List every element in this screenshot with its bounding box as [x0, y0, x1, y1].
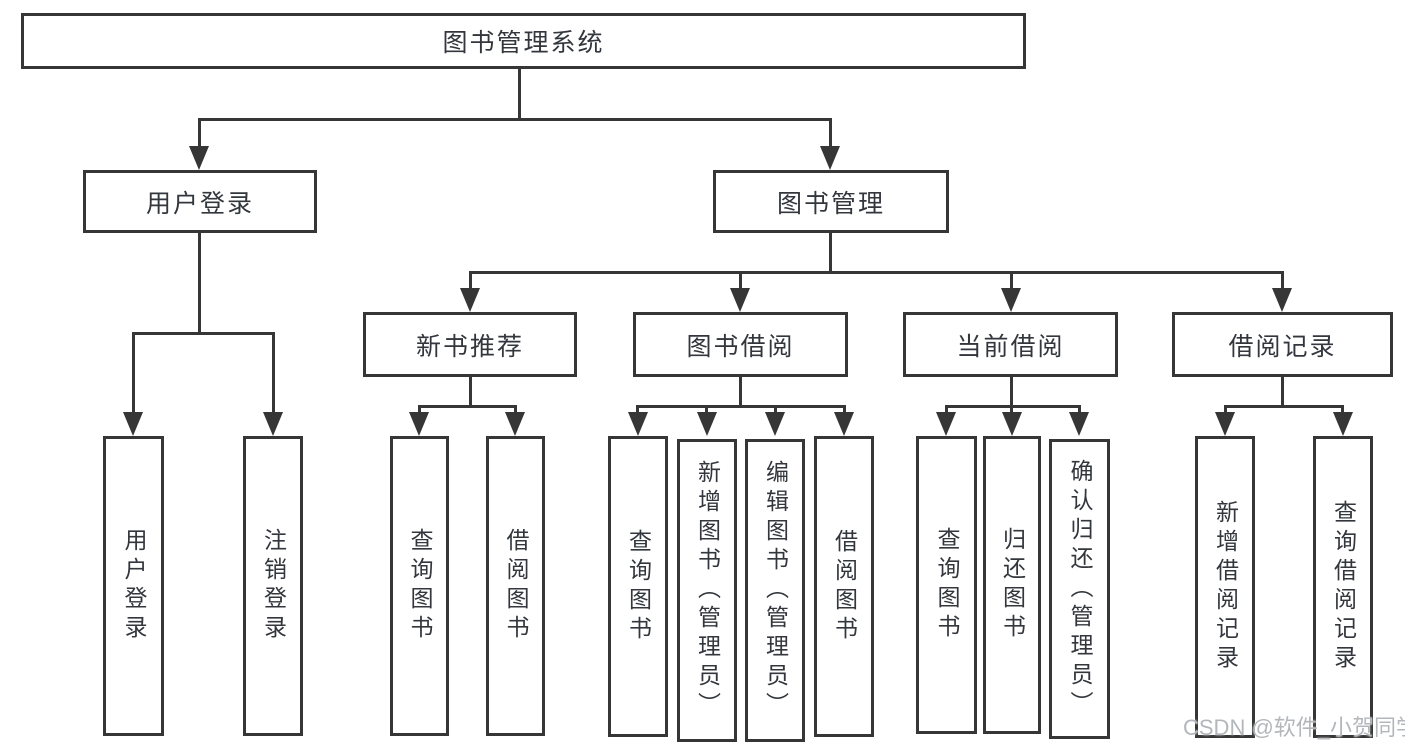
- node-system-root: 图书管理系统: [21, 13, 1026, 69]
- connector-line: [1010, 377, 1013, 407]
- node-label: 用户登录: [121, 528, 147, 644]
- node-label: 当前借阅: [956, 332, 1065, 361]
- node-borrow-records: 借阅记录: [1172, 312, 1393, 377]
- node-label: 编辑图书（管理员）: [762, 460, 789, 721]
- connector-line: [469, 271, 472, 290]
- connector-line: [514, 405, 517, 415]
- csdn-watermark: CSDN @软件_小贺同学: [1183, 715, 1405, 740]
- arrow-down-icon: [1002, 412, 1022, 436]
- connector-line: [1281, 377, 1284, 407]
- connector-line: [469, 271, 1284, 274]
- arrow-down-icon: [1001, 288, 1021, 312]
- connector-line: [1224, 405, 1344, 408]
- node-label: 借阅图书: [503, 528, 529, 644]
- arrow-down-icon: [409, 412, 429, 436]
- connector-line: [518, 69, 521, 121]
- node-label: 确认归还（管理员）: [1067, 458, 1093, 720]
- node-label: 新增图书（管理员）: [694, 460, 721, 721]
- leaf-confirm-return-admin: 确认归还（管理员）: [1049, 439, 1110, 739]
- connector-line: [1281, 271, 1284, 290]
- connector-line: [198, 233, 201, 335]
- node-label: 借阅记录: [1228, 332, 1337, 361]
- leaf-borrow-books: 借阅图书: [814, 436, 874, 737]
- connector-line: [198, 118, 201, 150]
- connector-line: [132, 332, 135, 414]
- arrow-down-icon: [628, 412, 648, 436]
- arrow-down-icon: [765, 412, 785, 436]
- arrow-down-icon: [730, 288, 750, 312]
- connector-line: [945, 405, 948, 415]
- node-label: 用户登录: [145, 189, 254, 218]
- node-label: 查询图书: [407, 528, 433, 644]
- connector-line: [705, 405, 708, 415]
- connector-line: [272, 332, 275, 414]
- connector-line: [829, 118, 832, 150]
- node-book-borrow: 图书借阅: [633, 312, 848, 377]
- arrow-down-icon: [505, 412, 525, 436]
- connector-line: [774, 405, 777, 415]
- connector-line: [636, 405, 846, 408]
- connector-line: [469, 377, 472, 407]
- arrow-down-icon: [123, 412, 143, 436]
- connector-line: [1341, 405, 1344, 415]
- connector-line: [1010, 271, 1013, 290]
- node-label: 新书推荐: [415, 332, 524, 361]
- node-label: 查询图书: [934, 527, 960, 643]
- arrow-down-icon: [1272, 288, 1292, 312]
- leaf-edit-books-admin: 编辑图书（管理员）: [745, 439, 805, 742]
- node-user-login: 用户登录: [83, 170, 317, 233]
- connector-line: [945, 405, 1081, 408]
- connector-line: [418, 405, 421, 415]
- node-book-management: 图书管理: [713, 170, 949, 233]
- node-label: 图书借阅: [686, 332, 795, 361]
- arrow-down-icon: [1069, 412, 1089, 436]
- leaf-query-books-borrow: 查询图书: [608, 436, 668, 737]
- leaf-add-borrow-record: 新增借阅记录: [1195, 436, 1255, 738]
- leaf-query-borrow-record: 查询借阅记录: [1313, 436, 1373, 738]
- connector-line: [739, 377, 742, 407]
- node-current-borrow: 当前借阅: [903, 312, 1118, 377]
- arrow-down-icon: [460, 288, 480, 312]
- leaf-query-books-current: 查询图书: [916, 436, 977, 734]
- arrow-down-icon: [936, 412, 956, 436]
- arrow-down-icon: [820, 146, 840, 170]
- connector-line: [739, 271, 742, 290]
- leaf-add-books-admin: 新增图书（管理员）: [677, 439, 737, 742]
- connector-line: [843, 405, 846, 415]
- node-label: 新增借阅记录: [1212, 500, 1239, 674]
- arrow-down-icon: [1215, 412, 1235, 436]
- node-label: 图书管理: [776, 189, 885, 218]
- node-label: 图书管理系统: [442, 29, 605, 57]
- connector-line: [132, 332, 275, 335]
- connector-line: [829, 233, 832, 274]
- node-label: 查询图书: [625, 528, 652, 645]
- leaf-return-books: 归还图书: [983, 436, 1041, 734]
- leaf-borrow-books-recommend: 借阅图书: [486, 436, 545, 736]
- connector-line: [1010, 405, 1013, 415]
- leaf-user-login: 用户登录: [103, 436, 164, 736]
- connector-line: [636, 405, 639, 415]
- arrow-down-icon: [1333, 412, 1353, 436]
- connector-line: [198, 118, 832, 121]
- node-label: 借阅图书: [831, 528, 858, 645]
- leaf-logout: 注销登录: [243, 436, 303, 736]
- node-new-book-recommend: 新书推荐: [363, 312, 577, 377]
- leaf-query-books-recommend: 查询图书: [390, 436, 449, 736]
- connector-line: [1224, 405, 1227, 415]
- arrow-down-icon: [697, 412, 717, 436]
- connector-line: [418, 405, 517, 408]
- node-label: 归还图书: [999, 527, 1026, 643]
- arrow-down-icon: [834, 412, 854, 436]
- arrow-down-icon: [263, 412, 283, 436]
- connector-line: [1078, 405, 1081, 415]
- node-label: 查询借阅记录: [1330, 500, 1357, 674]
- node-label: 注销登录: [260, 528, 287, 644]
- arrow-down-icon: [189, 146, 209, 170]
